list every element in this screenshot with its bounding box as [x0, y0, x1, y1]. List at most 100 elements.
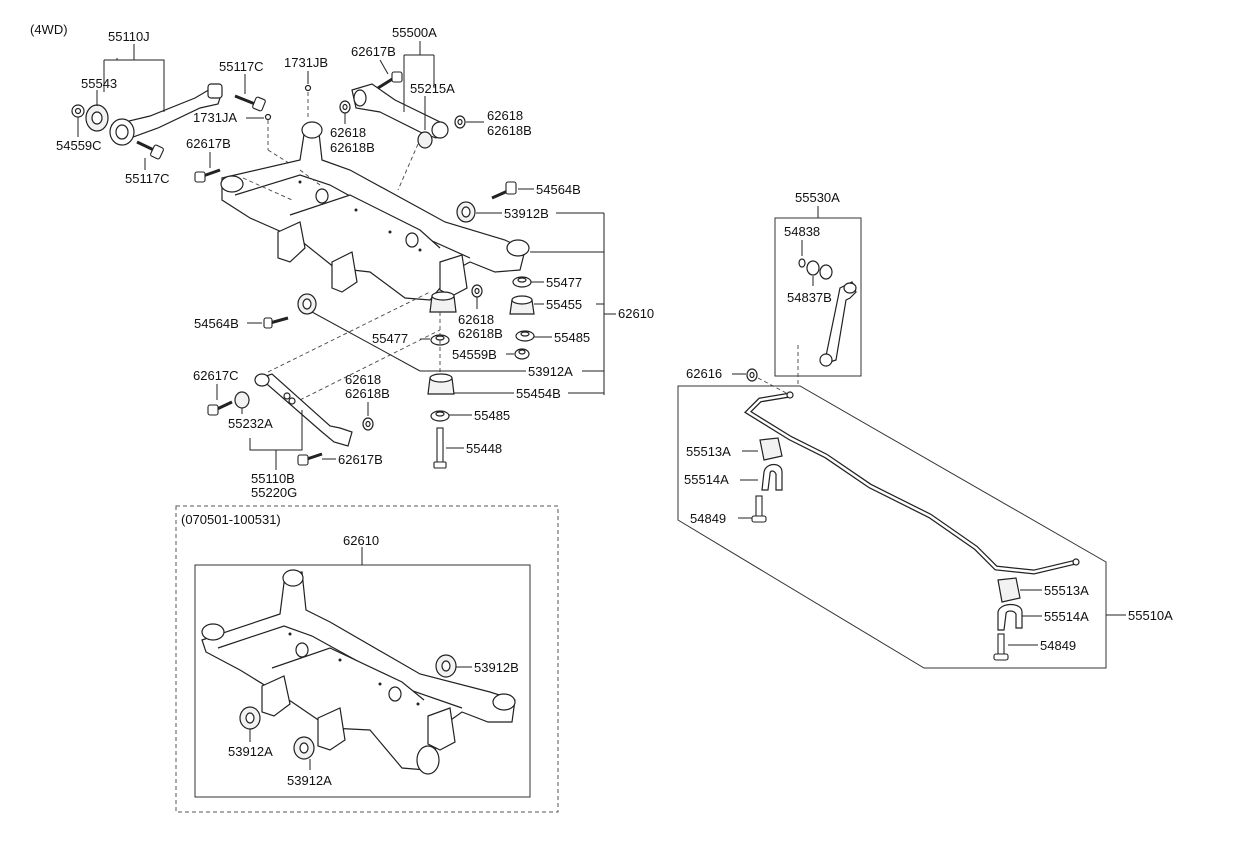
stabilizer-bar-55510A [744, 391, 1080, 575]
label-62617B-lower: 62617B [338, 452, 383, 467]
label-55543: 55543 [81, 76, 117, 91]
label-53912A-main: 53912A [528, 364, 573, 379]
clip-1731JA [264, 113, 272, 121]
bushing-53912A-inset-2 [293, 736, 315, 760]
bushing-55513A-right [997, 577, 1021, 603]
bolt-54849-left [751, 495, 767, 523]
label-62617B-upper: 62617B [351, 44, 396, 59]
label-55215A: 55215A [410, 81, 455, 96]
nut-54559C [71, 104, 85, 118]
label-53912A-inset-2: 53912A [287, 773, 332, 788]
label-55530A: 55530A [795, 190, 840, 205]
label-54849-right: 54849 [1040, 638, 1076, 653]
label-55232A: 55232A [228, 416, 273, 431]
bolt-62617B-lower [297, 452, 323, 466]
bushing-54837B [806, 260, 833, 280]
nut-54559B [514, 348, 530, 360]
label-62616: 62616 [686, 366, 722, 381]
label-1731JB: 1731JB [284, 55, 328, 70]
clip-1731JB [304, 84, 312, 92]
label-55117C-upper: 55117C [219, 59, 264, 74]
variant-label: (4WD) [30, 22, 68, 37]
stabilizer-bar-box [677, 385, 1107, 669]
bolt-55448 [433, 427, 447, 469]
label-54559B: 54559B [452, 347, 497, 362]
label-55513A-right: 55513A [1044, 583, 1089, 598]
nut-62616 [746, 368, 758, 382]
label-62618B-center: 62618B [458, 326, 503, 341]
bolt-62617B-left [194, 168, 221, 183]
label-53912A-inset-1: 53912A [228, 744, 273, 759]
nut-62618-center [471, 284, 483, 298]
bushing-55543 [85, 104, 109, 132]
label-54838: 54838 [784, 224, 820, 239]
bushing-53912A-main [297, 293, 317, 315]
lower-arm-55110B [254, 373, 353, 447]
mount-55455-center [429, 291, 457, 313]
label-62618B-upper-left: 62618B [330, 140, 375, 155]
label-55510A: 55510A [1128, 608, 1173, 623]
label-55514A-right: 55514A [1044, 609, 1089, 624]
label-55477-lower: 55477 [372, 331, 408, 346]
label-53912B-inset: 53912B [474, 660, 519, 675]
label-62610-inset: 62610 [343, 533, 379, 548]
upper-arm-assembly [109, 83, 223, 146]
bolt-55117C-upper [234, 94, 266, 112]
nut-62618-upper-right [454, 115, 466, 129]
label-55448: 55448 [466, 441, 502, 456]
label-54564B-upper: 54564B [536, 182, 581, 197]
label-55455: 55455 [546, 297, 582, 312]
label-62618-lower: 62618 [345, 372, 381, 387]
label-62618-center: 62618 [458, 312, 494, 327]
nut-62618-lower [362, 417, 374, 431]
washer-55485-lower [430, 410, 450, 422]
bolt-54564B-lower [263, 316, 289, 329]
crossmember-62610-main [220, 121, 530, 301]
label-62610-main: 62610 [618, 306, 654, 321]
washer-55477-upper [512, 276, 532, 288]
label-54837B: 54837B [787, 290, 832, 305]
bolt-54564B-upper [491, 181, 517, 200]
bushing-55513A-left [759, 437, 783, 461]
nut-62618-upper-left [339, 100, 351, 114]
bushing-53912A-inset-1 [239, 706, 261, 730]
label-62618-upper-left: 62618 [330, 125, 366, 140]
label-55500A: 55500A [392, 25, 437, 40]
clamp-55514A-right [997, 603, 1023, 631]
label-55477-upper: 55477 [546, 275, 582, 290]
ring-54838 [798, 258, 806, 268]
label-54564B-lower: 54564B [194, 316, 239, 331]
bolt-54849-right [993, 633, 1009, 661]
label-55485-upper: 55485 [554, 330, 590, 345]
label-54849-left: 54849 [690, 511, 726, 526]
period-label: (070501-100531) [181, 512, 281, 527]
label-1731JA: 1731JA [193, 110, 237, 125]
label-55110B: 55110B [251, 471, 295, 486]
label-55117C-lower: 55117C [125, 171, 170, 186]
label-62618-upper-right: 62618 [487, 108, 523, 123]
bushing-55215A [417, 131, 433, 149]
bolt-55117C-lower [136, 140, 164, 160]
bushing-55232A [234, 391, 250, 409]
label-55454B: 55454B [516, 386, 561, 401]
label-55514A-left: 55514A [684, 472, 729, 487]
label-55220G: 55220G [251, 485, 297, 500]
stabilizer-link-55530A [819, 281, 857, 367]
stabilizer-link-box [774, 217, 862, 377]
bushing-53912B [456, 201, 476, 223]
crossmember-62610-inset [201, 569, 516, 775]
bolt-62617B-upper [377, 71, 403, 90]
label-53912B: 53912B [504, 206, 549, 221]
bolt-62617C [207, 400, 233, 416]
label-62617B-left: 62617B [186, 136, 231, 151]
label-62618B-lower: 62618B [345, 386, 390, 401]
label-55513A-left: 55513A [686, 444, 731, 459]
washer-55485-upper [515, 330, 535, 342]
label-54559C: 54559C [56, 138, 102, 153]
bushing-53912B-inset [435, 654, 457, 678]
label-55110J: 55110J [108, 29, 150, 44]
label-62618B-upper-right: 62618B [487, 123, 532, 138]
mount-55455 [509, 295, 535, 315]
mount-55454B [427, 373, 455, 395]
